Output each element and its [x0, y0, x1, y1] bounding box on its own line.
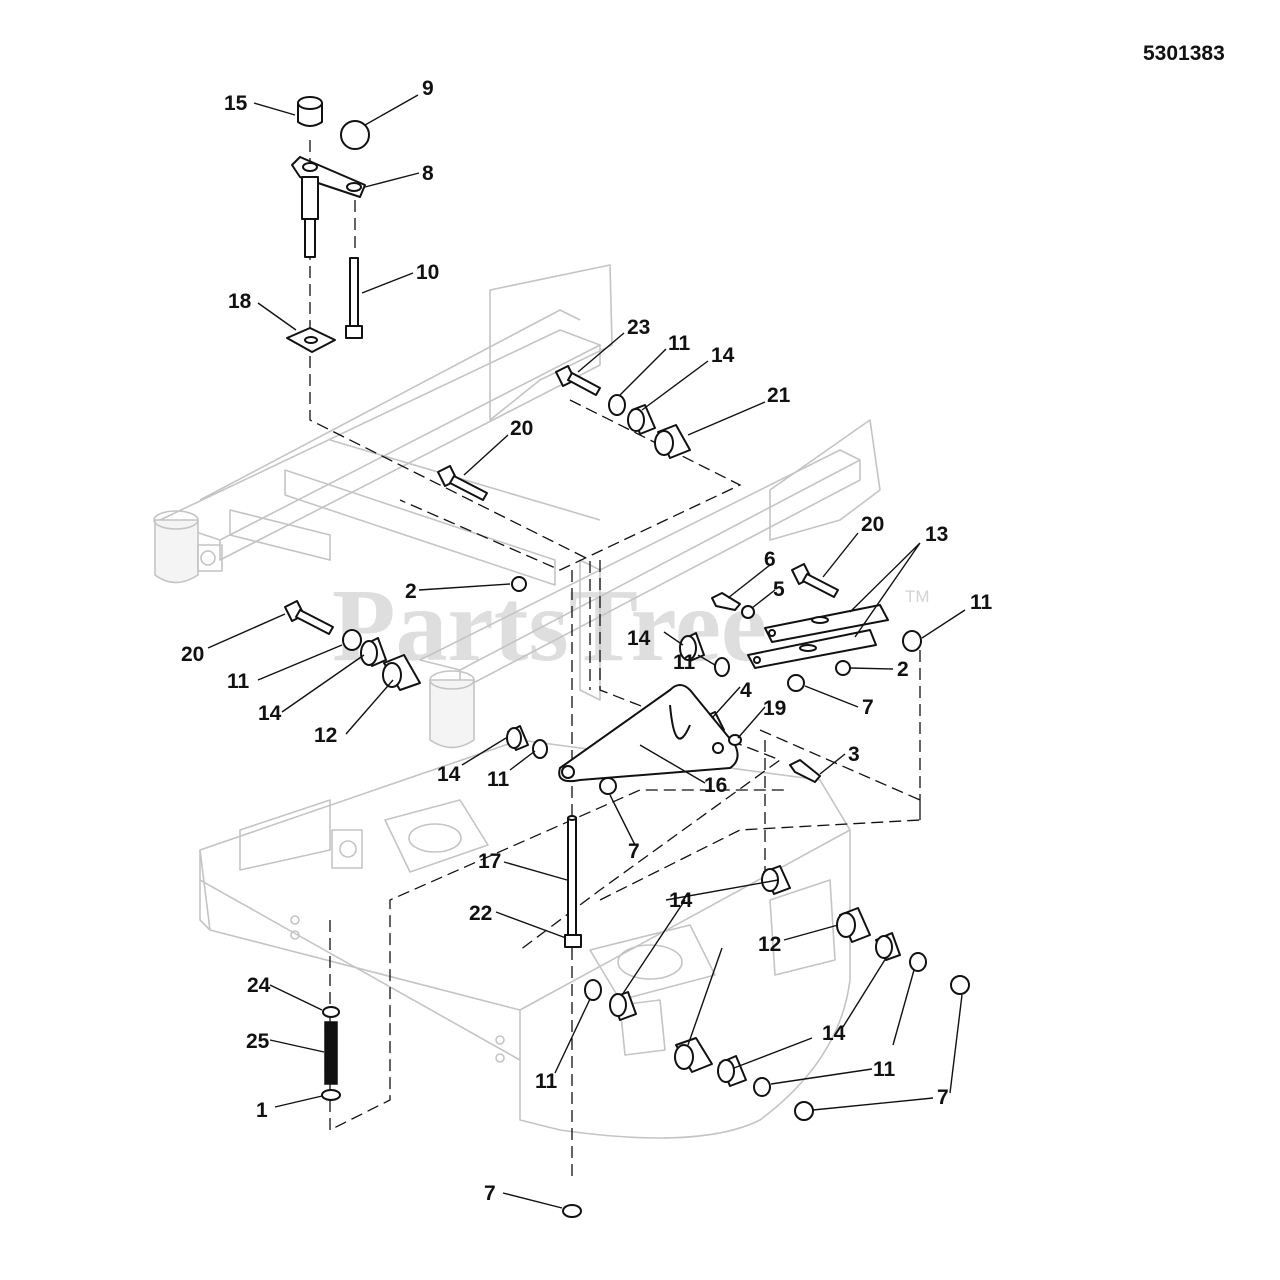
- part-1-washer: [321, 1089, 341, 1101]
- part-7-nut-bottom: [562, 1204, 582, 1218]
- part-21-spacer: [654, 424, 691, 459]
- part-11-washer-right: [902, 630, 922, 652]
- part-9-knob: [340, 120, 370, 150]
- part-11-washer-deck-left: [584, 979, 602, 1001]
- callout-11: 11: [487, 768, 510, 791]
- part-11-washer-left: [342, 629, 362, 651]
- part-14-bushing-top: [627, 404, 656, 435]
- callout-2: 2: [405, 580, 417, 603]
- document-number: 5301383: [1143, 42, 1225, 65]
- callout-7: 7: [628, 840, 640, 863]
- callout-10: 10: [416, 261, 439, 284]
- part-14-bushing-right: [875, 932, 901, 961]
- part-12-spacer-deck: [674, 1037, 713, 1073]
- callout-19: 19: [763, 697, 786, 720]
- part-10-bolt: [345, 257, 363, 339]
- part-11-washer-mid: [714, 657, 730, 677]
- part-12-spacer-right: [836, 907, 871, 943]
- part-2-nut-upper: [511, 576, 527, 592]
- callout-12: 12: [758, 933, 781, 956]
- callout-20: 20: [181, 643, 204, 666]
- callout-11: 11: [970, 591, 993, 614]
- callout-7: 7: [937, 1086, 949, 1109]
- callout-11: 11: [227, 670, 250, 693]
- callout-9: 9: [422, 77, 434, 100]
- ghost-frame: [153, 264, 881, 1139]
- callout-18: 18: [228, 290, 252, 313]
- callout-22: 22: [469, 902, 492, 925]
- callout-17: 17: [478, 850, 501, 873]
- callout-11: 11: [668, 332, 691, 355]
- part-20-bolt-left: [284, 600, 334, 635]
- callout-16: 16: [704, 774, 727, 797]
- part-17-rod: [567, 815, 577, 939]
- part-12-spacer-left: [382, 654, 421, 691]
- part-14-bushing-mid: [679, 632, 705, 662]
- callout-20: 20: [861, 513, 884, 536]
- callout-8: 8: [422, 162, 434, 185]
- part-5-washer: [741, 605, 755, 619]
- part-14-bushing-deck: [609, 991, 637, 1021]
- part-20-bolt-right: [791, 563, 839, 598]
- callout-14: 14: [822, 1022, 846, 1045]
- part-13-links: [747, 604, 889, 669]
- callout-7: 7: [862, 696, 874, 719]
- parts: [284, 96, 970, 1218]
- part-7-nut-right-lower: [950, 975, 970, 995]
- part-25-spring: [324, 1021, 338, 1085]
- part-20-bolt-upper: [437, 465, 488, 501]
- part-22-nut: [564, 934, 582, 948]
- part-14-bushing-left: [360, 637, 387, 667]
- callout-11: 11: [673, 651, 696, 674]
- part-15-cap: [297, 96, 323, 127]
- part-14-bushing-deck-lower: [717, 1055, 747, 1087]
- callout-14: 14: [669, 889, 693, 912]
- callout-12: 12: [314, 724, 337, 747]
- callout-5: 5: [773, 578, 785, 601]
- callout-11: 11: [873, 1058, 896, 1081]
- callout-14: 14: [711, 344, 735, 367]
- callout-14: 14: [437, 763, 461, 786]
- callouts: 15 9 8 10 18 23 11 14 21 20 20 13 6 5 11…: [181, 77, 993, 1205]
- callout-11: 11: [535, 1070, 558, 1093]
- callout-13: 13: [925, 523, 948, 546]
- part-18-plate: [286, 327, 336, 353]
- part-6-bolt: [711, 592, 741, 611]
- callout-7: 7: [484, 1182, 496, 1205]
- part-7-nut-deck-lower: [794, 1101, 814, 1121]
- callout-1: 1: [256, 1099, 268, 1122]
- part-24-washer: [322, 1006, 340, 1018]
- part-11-washer-right-lower: [909, 952, 927, 972]
- callout-14: 14: [627, 627, 651, 650]
- part-3-bolt: [789, 759, 821, 783]
- part-7-nut-right: [787, 674, 805, 692]
- watermark-trademark: TM: [905, 587, 930, 606]
- leader-lines: [207, 94, 966, 1209]
- part-16-bellcrank: [558, 684, 739, 783]
- part-8-lever: [291, 156, 366, 258]
- callout-3: 3: [848, 743, 860, 766]
- part-2-nut-right: [835, 660, 851, 676]
- part-23-bolt: [555, 365, 601, 396]
- callout-21: 21: [767, 384, 791, 407]
- callout-15: 15: [224, 92, 248, 115]
- callout-2: 2: [897, 658, 909, 681]
- callout-24: 24: [247, 974, 271, 997]
- part-7-nut-mid: [599, 777, 617, 795]
- part-11-washer-top: [608, 394, 626, 416]
- part-14-bushing-lower-left: [506, 725, 529, 751]
- callout-4: 4: [740, 679, 752, 702]
- callout-20: 20: [510, 417, 533, 440]
- callout-23: 23: [627, 316, 650, 339]
- part-11-washer-lower-left: [532, 739, 548, 759]
- part-11-washer-deck-lower: [753, 1077, 771, 1097]
- callout-14: 14: [258, 702, 282, 725]
- callout-6: 6: [764, 548, 776, 571]
- callout-25: 25: [246, 1030, 270, 1053]
